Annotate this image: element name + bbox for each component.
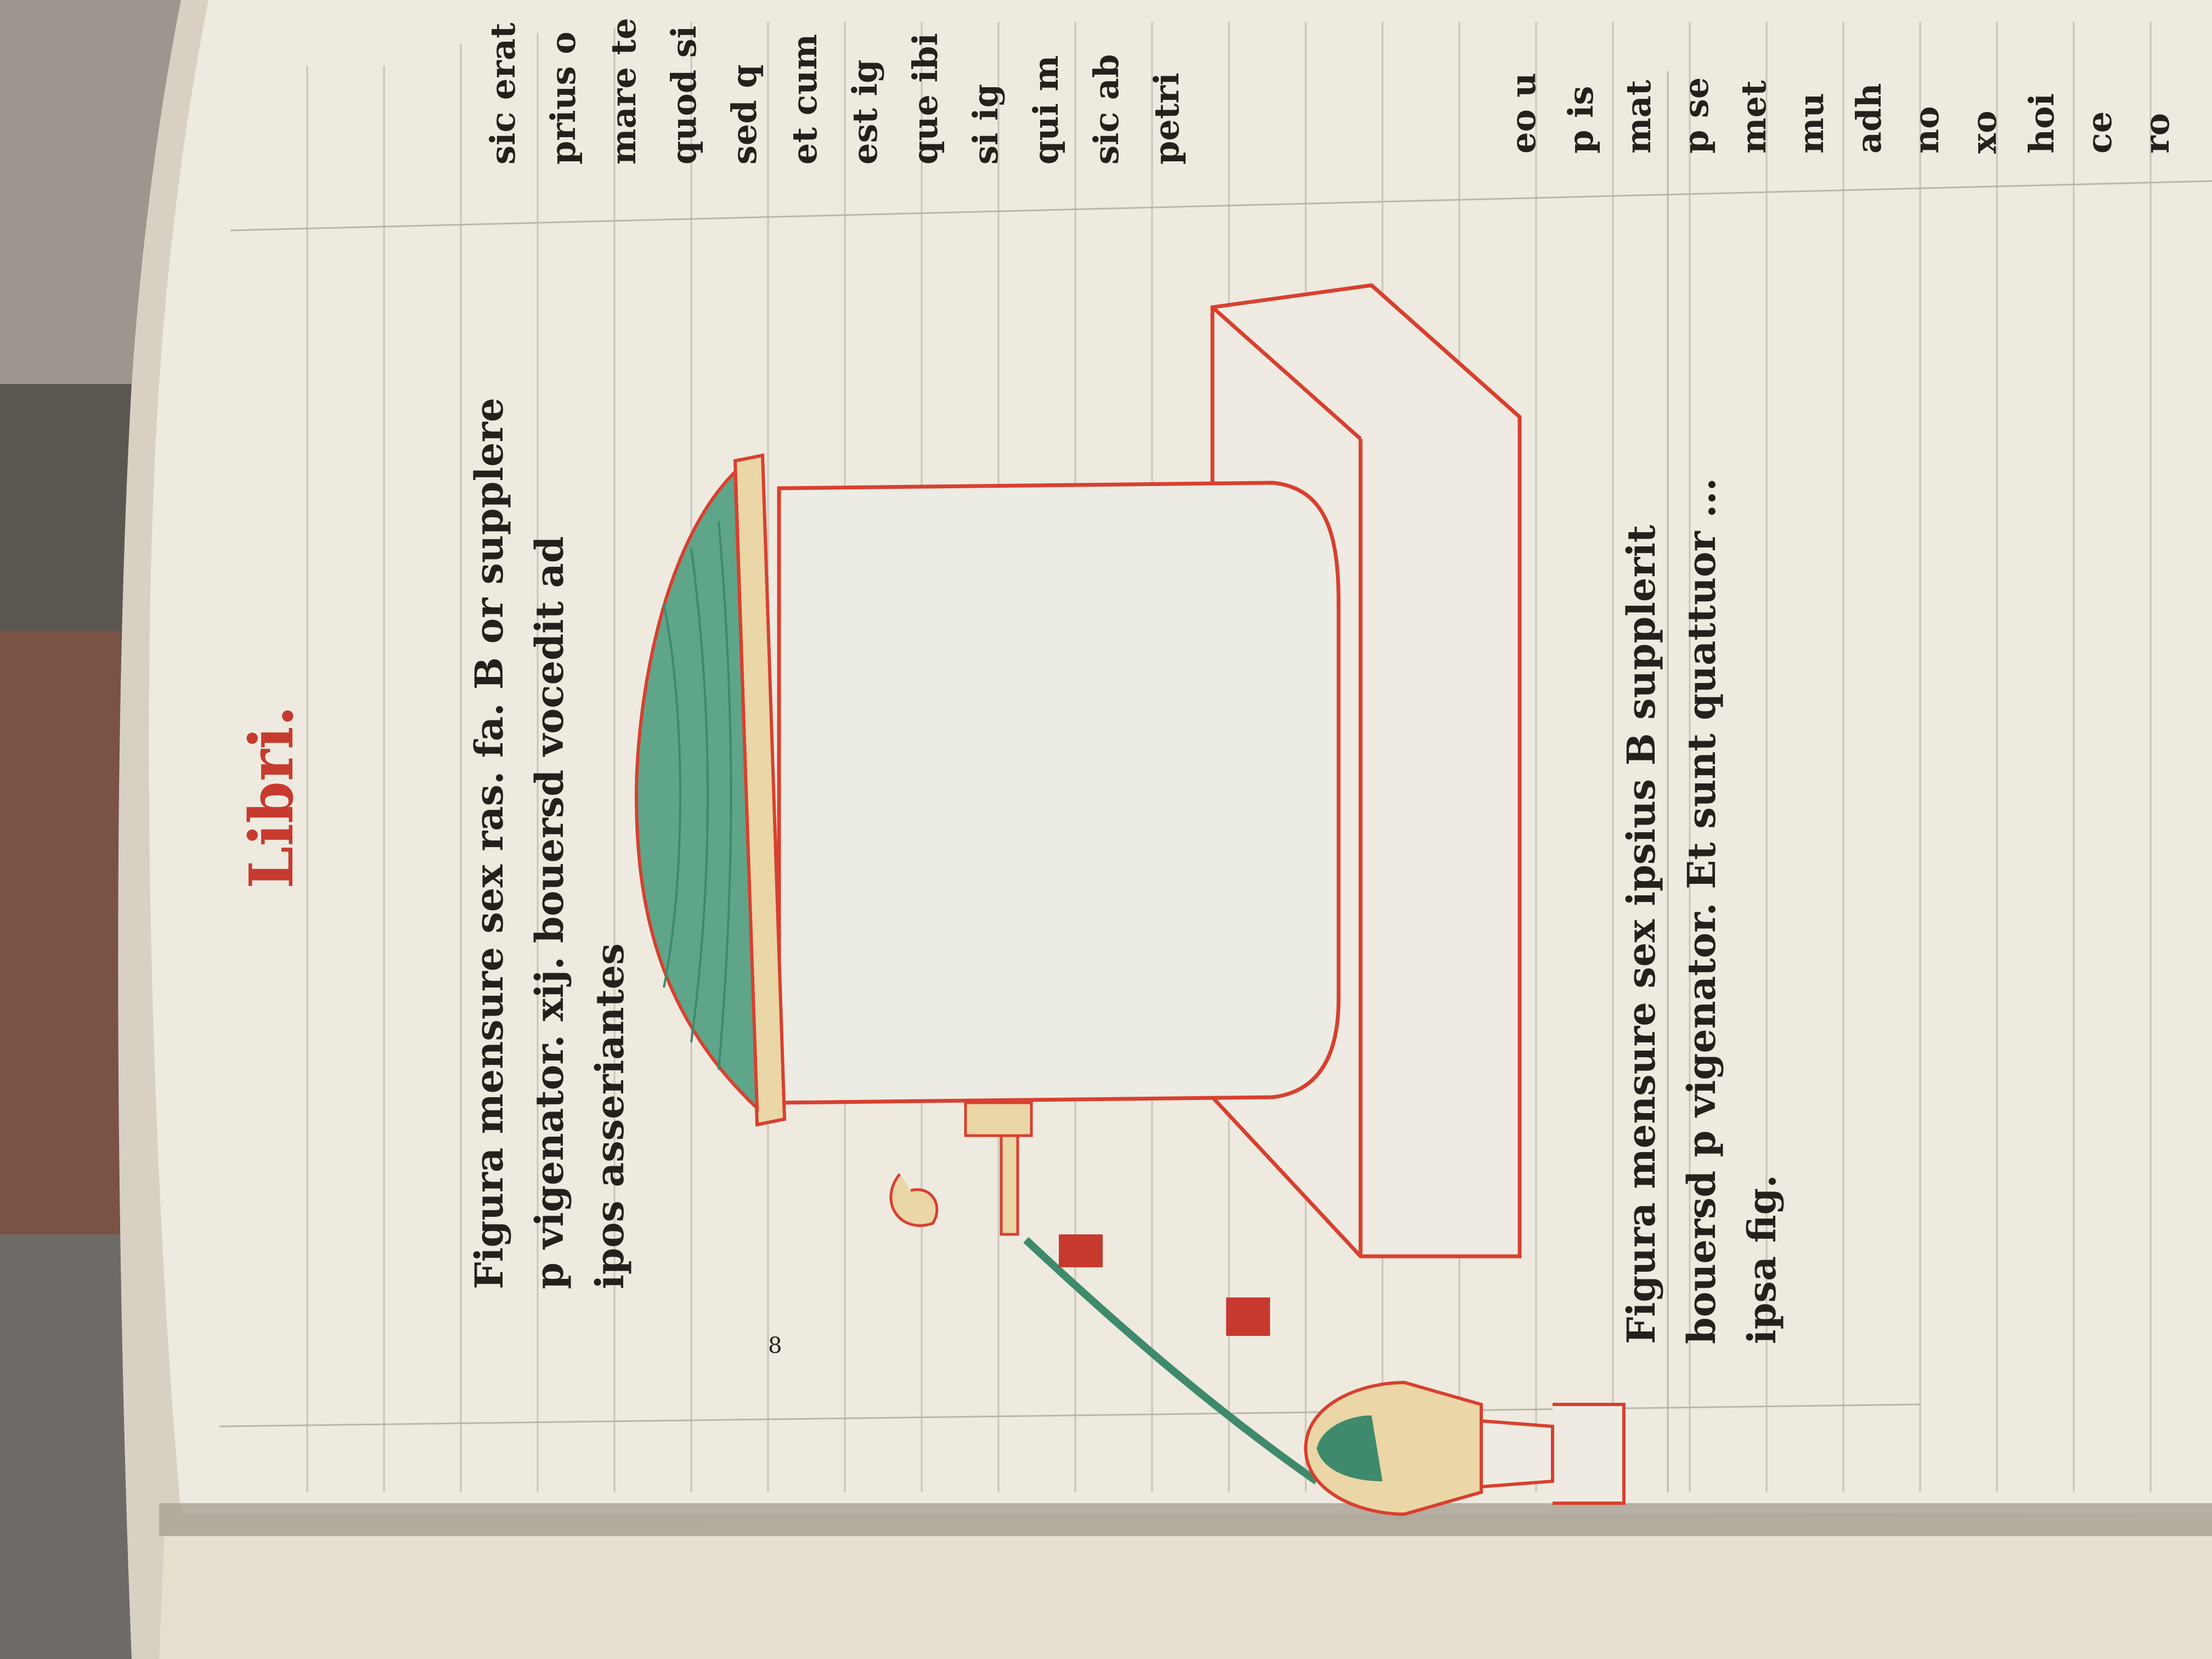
right-column-line: xo <box>1964 110 2004 154</box>
vessel-body <box>777 481 1341 1105</box>
right-column-line: ro <box>2137 112 2177 154</box>
right-column-line: adh <box>1849 83 1889 154</box>
right-column-line: mat <box>1618 80 1658 154</box>
tap-handle <box>889 1173 939 1227</box>
right-column-line: si ig <box>966 84 1006 165</box>
upper-initial <box>1059 1234 1103 1267</box>
right-column-line: quod si <box>664 25 704 165</box>
person-arm-blur <box>0 631 121 1234</box>
right-column-line: qui m <box>1026 55 1066 165</box>
upper-caption-line-1: Figura mensure sex ras. fa. B or suppler… <box>466 397 512 1289</box>
right-column-line: p is <box>1561 86 1601 154</box>
upper-caption-line-2: p vigenator. xij. bouersd vocedit ad <box>527 536 572 1289</box>
right-column-line: ce <box>2079 111 2119 154</box>
right-column-line: que ibi <box>905 33 945 165</box>
cup-liquid <box>1317 1415 1383 1481</box>
right-column-line: p se <box>1676 77 1716 154</box>
lower-initial <box>1226 1297 1270 1336</box>
cup-stem <box>1480 1403 1626 1505</box>
running-head: Libri. <box>236 705 307 889</box>
right-column-line: no <box>1906 106 1946 154</box>
right-column-line: petri <box>1147 72 1187 165</box>
right-column-line: eo u <box>1503 72 1543 154</box>
right-column-line: sed q <box>724 64 764 165</box>
opposite-page <box>159 1514 2212 1659</box>
liquid-stream <box>1023 1237 1319 1485</box>
tap-pipe <box>964 1101 1033 1137</box>
lower-caption-line-1: Figura mensure sex ipsius B supplerit <box>1618 524 1664 1344</box>
tap-valve <box>1000 1134 1019 1236</box>
right-column-line: hoi <box>2022 93 2062 154</box>
right-column-line: prius o <box>543 31 583 165</box>
right-column-line: sic ab <box>1086 54 1126 165</box>
margin-rules <box>219 71 2212 1492</box>
gutter-shadow <box>159 1503 2212 1536</box>
vessel-illustration <box>634 283 1626 1516</box>
folio-mark: 8 <box>768 1333 782 1358</box>
right-column-line: mare te <box>603 18 644 165</box>
lower-caption-line-2: bouersd p vigenator. Et sunt quattuor ..… <box>1679 478 1724 1344</box>
lower-caption-line-3: ipsa fig. <box>1739 1175 1785 1344</box>
right-column-line: sic erat <box>483 22 523 165</box>
upper-caption-line-3: ipos asseriantes <box>587 943 633 1289</box>
right-column-line: et cum <box>785 33 825 165</box>
right-column-line: met <box>1734 80 1774 154</box>
right-column-line: mu <box>1791 93 1831 154</box>
right-column-line: est ig <box>845 59 885 165</box>
